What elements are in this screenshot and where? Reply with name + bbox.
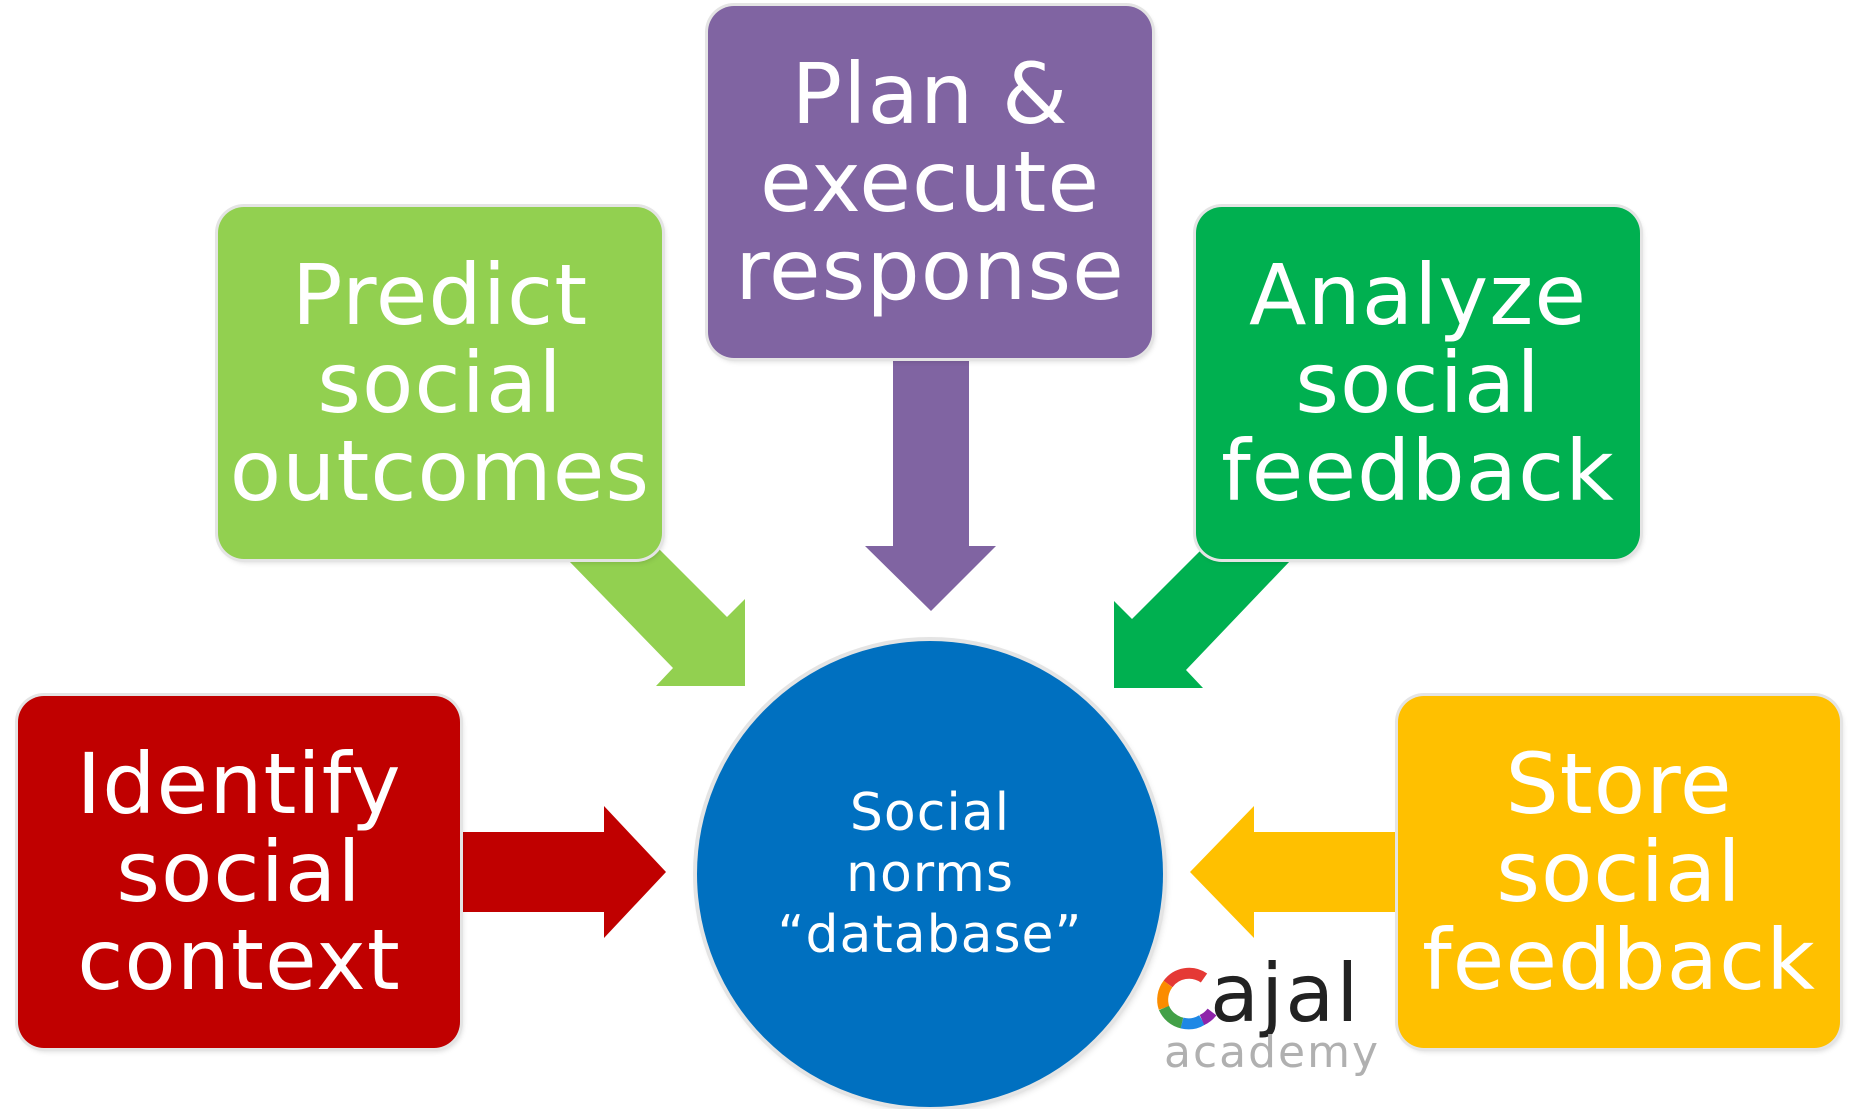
step-analyze-line-2: social bbox=[1295, 334, 1541, 432]
logo-tagline: academy bbox=[1164, 1027, 1381, 1078]
step-predict-box: Predict social outcomes bbox=[218, 207, 662, 559]
logo-word: ajal bbox=[1210, 947, 1361, 1040]
arrow-plan-to-center bbox=[865, 360, 996, 611]
step-plan-line-2: execute bbox=[759, 133, 1101, 231]
step-identify-line-2: social bbox=[116, 823, 362, 921]
step-identify-line-1: Identify bbox=[76, 735, 402, 833]
step-predict-line-2: social bbox=[317, 334, 563, 432]
arrow-store-to-center bbox=[1190, 806, 1395, 938]
step-plan-box: Plan & execute response bbox=[708, 6, 1152, 358]
step-store-line-1: Store bbox=[1505, 735, 1733, 833]
step-analyze-line-3: feedback bbox=[1221, 422, 1615, 520]
cajal-c-ring-icon bbox=[1157, 967, 1217, 1030]
step-analyze-line-1: Analyze bbox=[1249, 246, 1587, 344]
hub-line-2: norms bbox=[846, 843, 1014, 904]
step-store-line-2: social bbox=[1496, 823, 1742, 921]
hub-line-1: Social bbox=[849, 782, 1011, 843]
step-plan-line-1: Plan & bbox=[791, 45, 1069, 143]
social-norms-database-hub: Social norms “database” bbox=[697, 641, 1163, 1107]
step-predict-line-3: outcomes bbox=[229, 422, 651, 520]
step-identify-line-3: context bbox=[77, 911, 401, 1009]
hub-line-3: “database” bbox=[777, 904, 1083, 965]
arrow-identify-to-center bbox=[462, 806, 666, 938]
step-analyze-box: Analyze social feedback bbox=[1196, 207, 1640, 559]
cajal-academy-logo: ajal academy bbox=[1152, 948, 1382, 1078]
step-plan-line-3: response bbox=[735, 221, 1125, 319]
step-store-box: Store social feedback bbox=[1398, 696, 1840, 1048]
step-store-line-3: feedback bbox=[1422, 911, 1816, 1009]
step-identify-box: Identify social context bbox=[18, 696, 460, 1048]
step-predict-line-1: Predict bbox=[291, 246, 589, 344]
